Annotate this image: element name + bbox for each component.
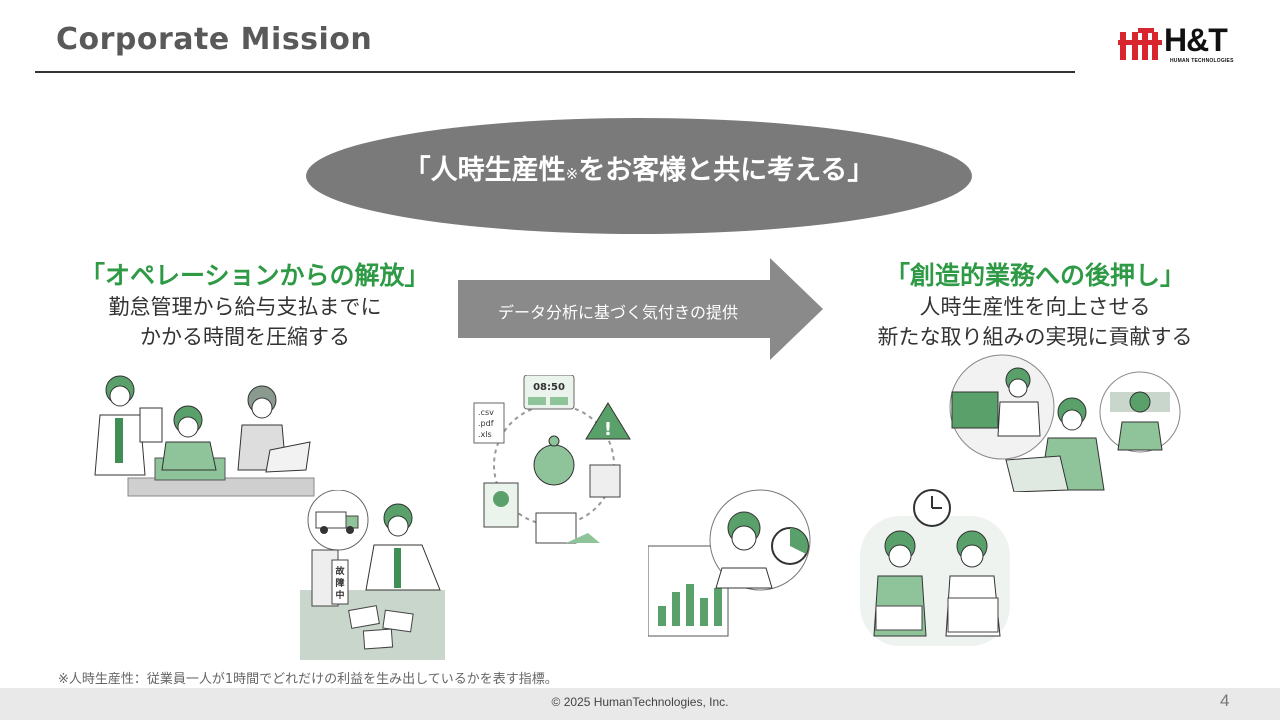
broken-terminal-illustration: 故 障 中 bbox=[300, 490, 445, 660]
data-cycle-illustration: 08:50 .csv .pdf .xls ! bbox=[473, 375, 631, 544]
sign-char-1: 故 bbox=[335, 565, 345, 577]
arrow-shape bbox=[458, 258, 823, 360]
arrow-label: データ分析に基づく気付きの提供 bbox=[497, 303, 738, 322]
left-description: 勤怠管理から給与支払までに かかる時間を圧縮する bbox=[60, 292, 430, 352]
analyst-illustration bbox=[648, 489, 811, 637]
sign-char-2: 障 bbox=[335, 577, 344, 589]
right-description: 人時生産性を向上させる 新たな取り組みの実現に貢献する bbox=[850, 292, 1220, 352]
file-type-xls: .xls bbox=[478, 430, 492, 439]
computer-workers-illustration bbox=[949, 354, 1181, 492]
footnote-mark: ※ bbox=[565, 165, 579, 183]
mission-statement: 「人時生産性※をお客様と共に考える」 bbox=[306, 148, 972, 187]
mission-text-start: 「人時生産性 bbox=[403, 155, 566, 186]
page-title: Corporate Mission bbox=[56, 22, 373, 57]
footnote: ※人時生産性：従業員一人が1時間でどれだけの利益を生み出しているかを表す指標。 bbox=[58, 672, 558, 687]
ht-logo-mark-icon bbox=[1118, 28, 1162, 60]
warning-icon: ! bbox=[604, 419, 612, 440]
right-line-1: 人時生産性を向上させる bbox=[919, 295, 1151, 319]
copyright: © 2025 HumanTechnologies, Inc. bbox=[551, 695, 729, 709]
left-line-1: 勤怠管理から給与支払までに bbox=[108, 295, 382, 319]
paperwork-illustration bbox=[860, 489, 1010, 646]
logo-subtext: HUMAN TECHNOLOGIES bbox=[1170, 58, 1234, 64]
left-line-2: かかる時間を圧縮する bbox=[140, 325, 350, 349]
file-type-pdf: .pdf bbox=[478, 419, 494, 428]
office-workers-illustration bbox=[94, 375, 315, 497]
left-heading: 「オペレーションからの解放」 bbox=[80, 261, 430, 290]
footer-bar bbox=[0, 688, 1280, 720]
page-number: 4 bbox=[1220, 691, 1230, 710]
title-divider bbox=[35, 71, 1075, 73]
right-heading: 「創造的業務への後押し」 bbox=[885, 261, 1186, 290]
clock-readout: 08:50 bbox=[533, 382, 565, 393]
sign-char-3: 中 bbox=[335, 589, 344, 601]
company-logo: H&T HUMAN TECHNOLOGIES bbox=[1118, 22, 1242, 68]
mission-text-end: をお客様と共に考える」 bbox=[578, 155, 875, 186]
file-type-csv: .csv bbox=[478, 408, 494, 417]
mission-ellipse bbox=[306, 118, 972, 234]
logo-text: H&T bbox=[1164, 22, 1228, 58]
right-line-2: 新たな取り組みの実現に貢献する bbox=[877, 325, 1193, 349]
